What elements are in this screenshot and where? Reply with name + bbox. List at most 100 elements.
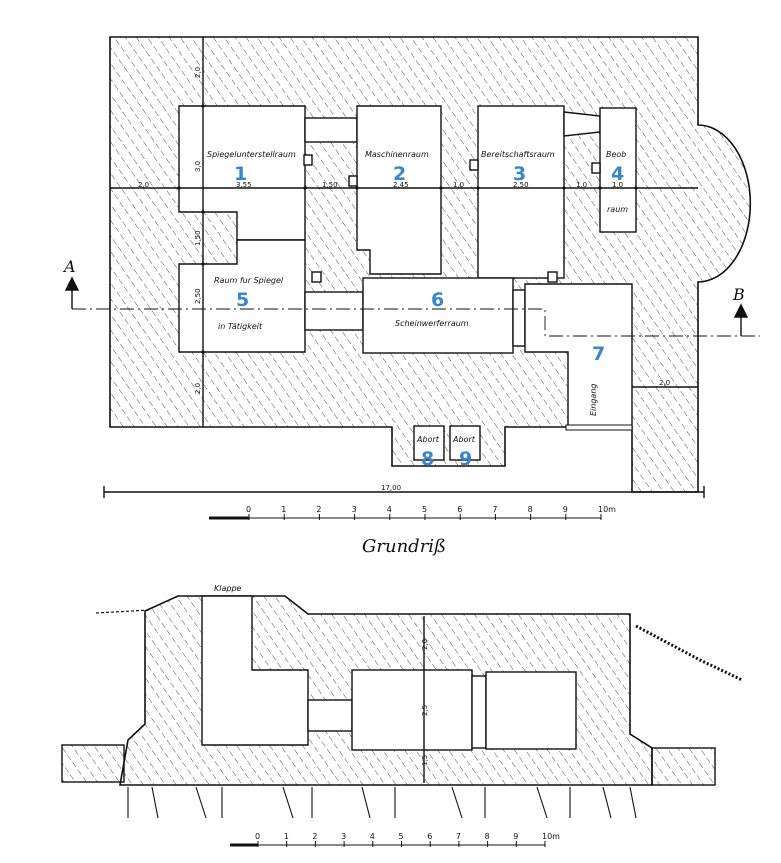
section-room-b — [471, 675, 487, 749]
dim-label: 3,55 — [236, 181, 252, 189]
hatch-label: Klappe — [214, 584, 242, 593]
dim-label: 2,50 — [513, 181, 529, 189]
pile — [602, 786, 612, 819]
room-2-number: 2 — [393, 163, 406, 185]
dim-label: 2,45 — [393, 181, 409, 189]
ground-right — [635, 624, 743, 682]
room-3-number: 3 — [513, 163, 526, 185]
scale-label: 0 — [255, 832, 260, 841]
scale-label: 7 — [456, 832, 461, 841]
corridor-3-4 — [563, 111, 601, 137]
scale-label: 10m — [542, 832, 560, 841]
scale-label: 7 — [492, 505, 497, 514]
scale-label: 5 — [422, 505, 427, 514]
niche — [303, 154, 313, 166]
niche — [311, 271, 322, 283]
room-4-void — [599, 107, 637, 233]
scale-label: 3 — [341, 832, 346, 841]
section-dim-top: 2,0 — [421, 639, 429, 650]
section-shaft — [201, 595, 309, 746]
room-6-number: 6 — [431, 289, 444, 311]
scale-label: 4 — [387, 505, 392, 514]
pile — [361, 786, 371, 819]
room-5-number: 5 — [236, 289, 249, 311]
slab-right — [651, 747, 716, 786]
room-5-name: Raum fur Spiegel — [214, 276, 284, 285]
pile — [195, 786, 207, 819]
dim-label: 1,0 — [612, 181, 623, 189]
section-scale-bar: 0 1 2 3 4 5 6 7 8 9 10m — [230, 832, 560, 847]
dim-label: 1,50 — [322, 181, 338, 189]
floor-plan: A B Spiegelunterstellraum Maschinenraum … — [62, 36, 760, 498]
scale-label: 2 — [316, 505, 321, 514]
scale-label: 0 — [246, 505, 251, 514]
scale-label: 8 — [485, 832, 490, 841]
scale-label: 6 — [427, 832, 432, 841]
niche — [547, 271, 558, 283]
room-1-number: 1 — [234, 163, 247, 185]
dim-label: 2,0 — [194, 383, 202, 394]
room-2-void — [356, 105, 442, 275]
corridor-1-2 — [304, 117, 358, 143]
room-9-name: Abort — [452, 435, 476, 444]
scale-label: 1 — [281, 505, 286, 514]
scale-subdivision — [230, 843, 258, 847]
dim-label: 1,0 — [576, 181, 587, 189]
section-room-a — [351, 669, 473, 751]
niche — [348, 175, 358, 187]
scale-label: 6 — [457, 505, 462, 514]
room-4-name-2: raum — [607, 205, 628, 214]
room-9-void — [449, 425, 481, 461]
room-8-number: 8 — [421, 448, 434, 470]
room-3-void — [477, 105, 565, 279]
section-room-c — [485, 671, 577, 750]
dim-label: 2,0 — [194, 67, 202, 78]
slab-left — [61, 744, 125, 783]
room-7-number: 7 — [592, 343, 605, 365]
passage-5-6 — [304, 291, 364, 331]
scale-label: 8 — [528, 505, 533, 514]
scale-label: 5 — [399, 832, 404, 841]
room-5-name-2: in Tätigkeit — [218, 322, 263, 331]
dim-label: 1,50 — [194, 230, 202, 246]
room-1-name: Spiegelunterstellraum — [207, 150, 296, 159]
scale-subdivision — [209, 516, 249, 520]
dim-label: 2,0 — [659, 379, 670, 387]
foundation-piles — [127, 786, 637, 819]
scale-label: 9 — [513, 832, 518, 841]
arrow-a — [64, 276, 80, 309]
dim-overall: 17,00 — [381, 484, 401, 492]
room-8-name: Abort — [416, 435, 440, 444]
room-7-name: Eingang — [589, 384, 598, 416]
niche — [469, 159, 479, 171]
section-dim-bot: 1,5 — [421, 755, 429, 766]
scale-label: 2 — [312, 832, 317, 841]
room-6-void — [362, 277, 514, 354]
room-4-number: 4 — [611, 163, 624, 185]
room-5-void — [178, 239, 306, 353]
scale-label: 1 — [284, 832, 289, 841]
niche — [591, 162, 601, 174]
caption: Grundriß — [362, 536, 446, 557]
section-dim-mid: 2,5 — [421, 705, 429, 716]
dim-label: 2,0 — [138, 181, 149, 189]
room-4-name: Beob — [606, 150, 626, 159]
pile — [536, 786, 548, 819]
scale-label: 9 — [563, 505, 568, 514]
room-9-number: 9 — [459, 448, 472, 470]
pile — [629, 786, 637, 819]
room-2-name: Maschinenraum — [365, 150, 429, 159]
entrance-stair — [565, 424, 633, 431]
dim-label: 3,0 — [194, 161, 202, 172]
room-8-void — [413, 425, 445, 461]
dim-ticks — [177, 104, 638, 354]
pile — [151, 786, 159, 819]
mark-b: B — [732, 285, 745, 304]
scale-label: 4 — [370, 832, 375, 841]
scale-label: 10m — [598, 505, 616, 514]
room-6-name: Scheinwerferraum — [395, 319, 469, 328]
pile — [451, 786, 463, 819]
pile — [282, 786, 294, 819]
